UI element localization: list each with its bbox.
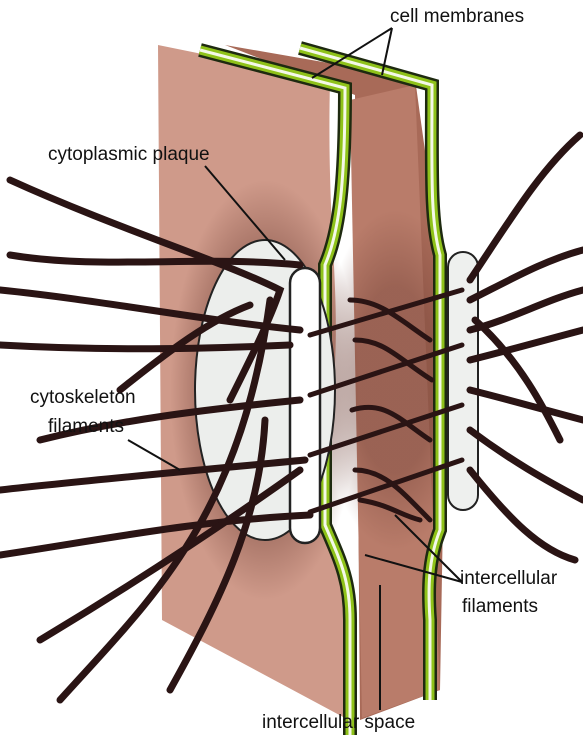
label-cytoplasmic-plaque: cytoplasmic plaque (48, 144, 210, 166)
left-plaque-bar (290, 268, 320, 543)
label-intercellular-filaments-line2: filaments (462, 596, 538, 618)
label-cytoskeleton-line2: filaments (48, 416, 124, 438)
label-intercellular-space: intercellular space (262, 712, 415, 734)
label-cytoskeleton-line1: cytoskeleton (30, 387, 136, 409)
label-intercellular-filaments-line1: intercellular (460, 568, 557, 590)
cytoskeleton-filaments-right (470, 135, 583, 560)
label-cell-membranes: cell membranes (390, 6, 524, 28)
